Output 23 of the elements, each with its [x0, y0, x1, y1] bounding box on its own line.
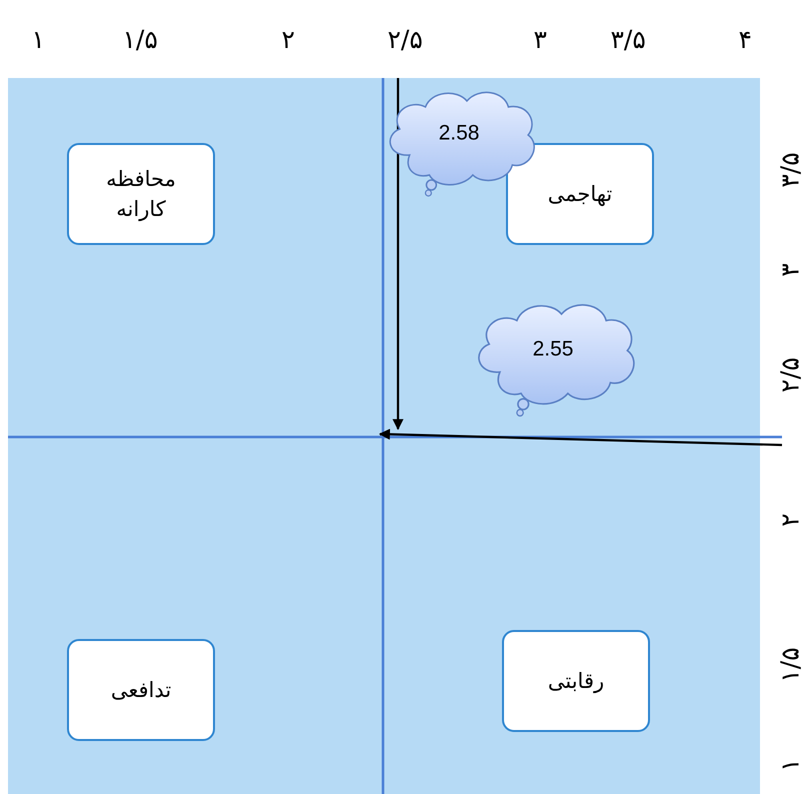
quadrant-box [67, 143, 215, 245]
quadrant-label: تهاجمی [546, 181, 614, 208]
tick-label: ۲ [282, 25, 295, 55]
tick-label: ۱/۵ [775, 647, 806, 683]
value-label: 2.55 [532, 337, 574, 362]
tick-label: ۲/۵ [388, 25, 423, 55]
tick-label: ۱/۵ [122, 25, 158, 55]
tick-label: ۳ [775, 263, 806, 277]
quadrant-label: محافظه کارانه [105, 166, 177, 224]
quadrant-box [506, 143, 654, 245]
tick-label: ۴ [738, 25, 752, 55]
tick-label: ۳ [534, 25, 547, 55]
value-label: 2.58 [438, 122, 480, 146]
tick-label: ۱ [32, 25, 45, 55]
tick-label: ۳/۵ [775, 152, 806, 188]
tick-label: ۲/۵ [775, 357, 806, 393]
tick-label: ۲ [775, 513, 806, 527]
tick-label: ۱ [775, 758, 806, 772]
tick-label: ۳/۵ [610, 25, 646, 55]
quadrant-label: رقابتی [546, 668, 606, 696]
quadrant-box [67, 639, 215, 741]
quadrant-label: تدافعی [110, 677, 172, 704]
quadrant-box [502, 630, 650, 732]
